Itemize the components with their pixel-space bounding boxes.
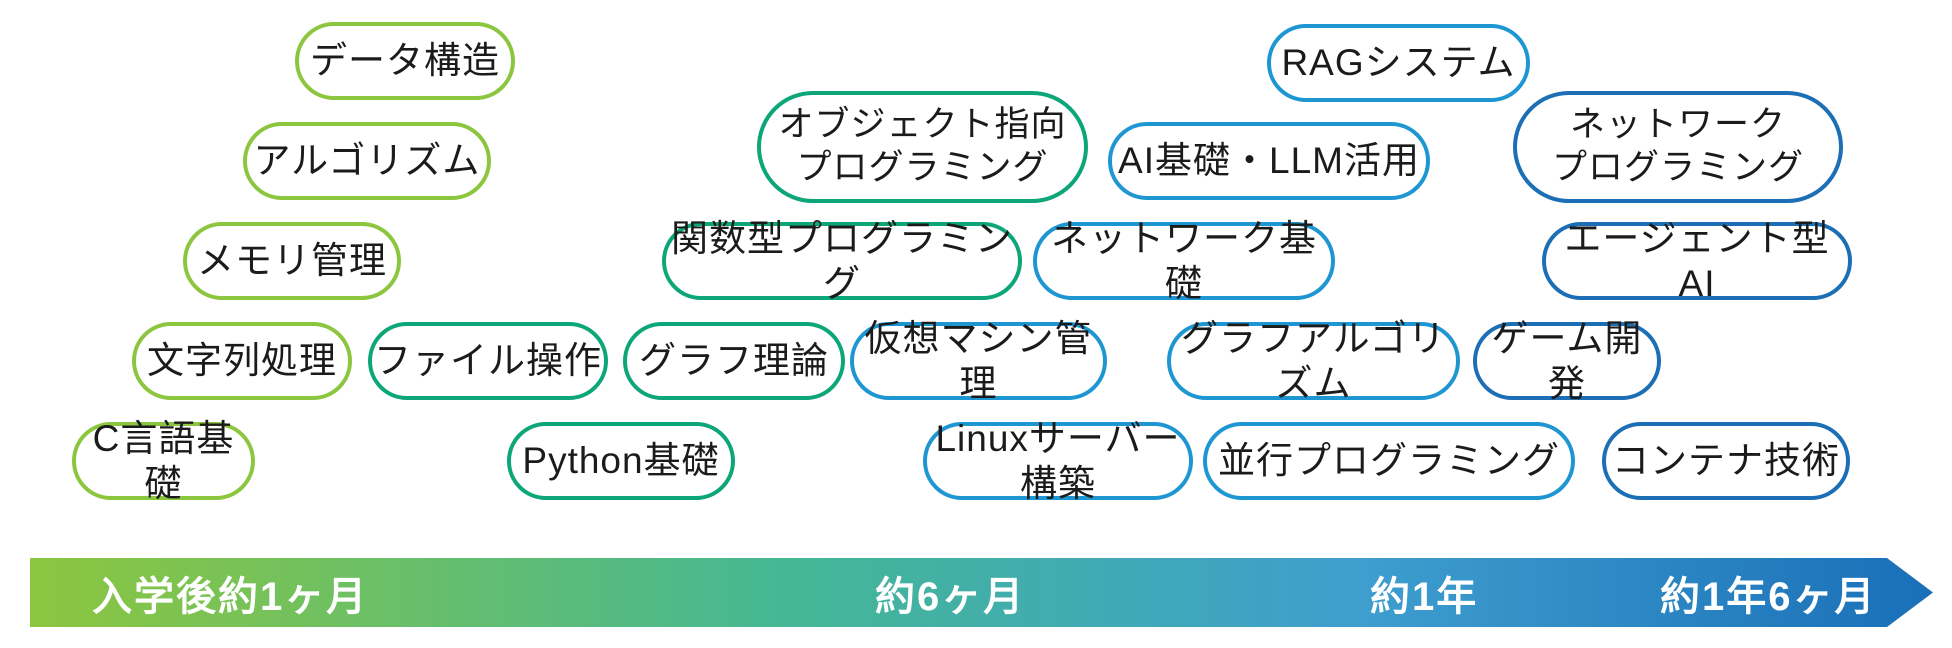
pill-network-basics: ネットワーク基礎 bbox=[1033, 218, 1335, 304]
pill-functional-programming: 関数型プログラミング bbox=[662, 218, 1022, 304]
pill-ai-basics-llm: AI基礎・LLM活用 bbox=[1108, 122, 1430, 200]
milestone-6-months: 約6ヶ月 bbox=[875, 574, 1026, 619]
pill-c-language-basics: C言語基礎 bbox=[72, 418, 255, 504]
pill-file-operations: ファイル操作 bbox=[368, 322, 608, 400]
pill-graph-algorithms: グラフアルゴリズム bbox=[1167, 318, 1460, 404]
milestone-1-year-6-months: 約1年6ヶ月 bbox=[1660, 574, 1877, 619]
pill-container-technology: コンテナ技術 bbox=[1602, 422, 1850, 500]
milestone-1-month: 入学後約1ヶ月 bbox=[92, 574, 369, 619]
milestone-1-year: 約1年 bbox=[1370, 574, 1479, 619]
pill-object-oriented-programming: オブジェクト指向 プログラミング bbox=[757, 91, 1088, 203]
pill-agent-ai: エージェント型AI bbox=[1542, 218, 1852, 304]
pill-network-programming: ネットワーク プログラミング bbox=[1513, 91, 1843, 203]
pill-data-structures: データ構造 bbox=[295, 22, 515, 100]
pill-concurrent-programming: 並行プログラミング bbox=[1203, 422, 1575, 500]
pill-vm-management: 仮想マシン管理 bbox=[850, 318, 1107, 404]
pill-rag-system: RAGシステム bbox=[1267, 24, 1530, 102]
pill-algorithms: アルゴリズム bbox=[243, 122, 491, 200]
timeline-gradient-arrow: 入学後約1ヶ月 約6ヶ月 約1年 約1年6ヶ月 bbox=[30, 558, 1933, 627]
pill-python-basics: Python基礎 bbox=[507, 422, 735, 500]
pill-memory-management: メモリ管理 bbox=[183, 222, 401, 300]
pill-game-development: ゲーム開発 bbox=[1473, 318, 1661, 404]
pill-linux-server-building: Linuxサーバー構築 bbox=[923, 418, 1193, 504]
pill-graph-theory: グラフ理論 bbox=[623, 322, 845, 400]
pill-string-processing: 文字列処理 bbox=[132, 322, 352, 400]
